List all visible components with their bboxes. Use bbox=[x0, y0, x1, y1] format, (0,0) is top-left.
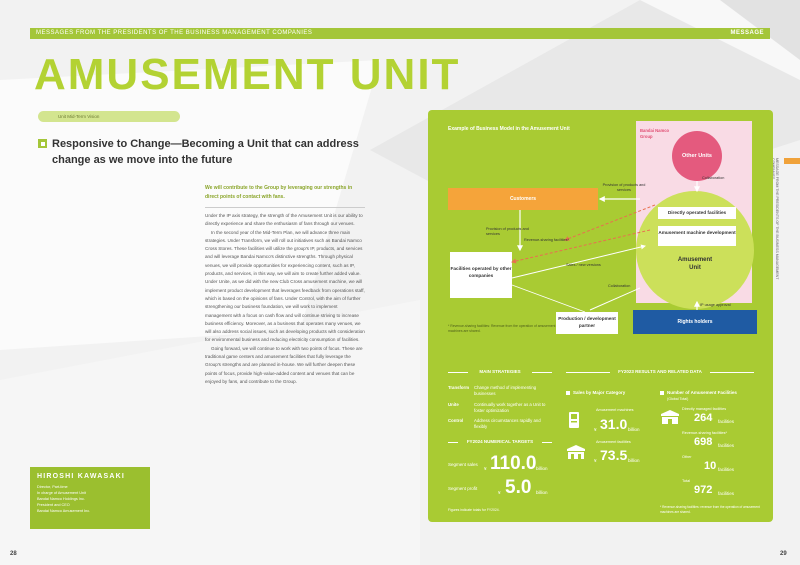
strategy-key: Transform bbox=[448, 385, 470, 390]
strategies-title: MAIN STRATEGIES bbox=[468, 369, 532, 374]
facility-row-unit: facilities bbox=[718, 491, 735, 496]
facility-row-unit: facilities bbox=[718, 443, 735, 448]
facility-row-unit: facilities bbox=[718, 419, 735, 424]
results-footnote: * Revenue-sharing facilities: revenue fr… bbox=[660, 505, 760, 514]
header-bar-right: MESSAGE bbox=[730, 30, 764, 36]
collab-label-mid: Collaboration bbox=[608, 284, 631, 288]
profile-line: Bandai Namco Holdings Inc. bbox=[37, 497, 85, 501]
header-bar: MESSAGES FROM THE PRESIDENTS OF THE BUSI… bbox=[30, 28, 770, 39]
provision-label-top: Provision of products and services bbox=[602, 183, 646, 192]
side-tab bbox=[784, 158, 800, 164]
sales-by-category-header: Sales by Major Category bbox=[573, 390, 626, 395]
facility-row-value: 972 bbox=[694, 484, 713, 496]
diagram-title: Example of Business Model in the Amuseme… bbox=[448, 126, 570, 132]
profit-label: Segment profit bbox=[448, 486, 478, 491]
sales-value: 110.0 bbox=[490, 453, 537, 474]
facilities-value: 73.5 bbox=[600, 447, 628, 463]
profit-unit: billion bbox=[536, 490, 548, 495]
profile-line: In charge of Amusement Unit bbox=[37, 491, 86, 495]
group-label: Bandai Namco Group bbox=[640, 128, 670, 139]
side-vertical-text: MESSAGE FROM THE PRESIDENTS OF THE BUSIN… bbox=[771, 158, 779, 280]
customers-box: Customers bbox=[448, 188, 598, 210]
revenue-sharing-label: Revenue-sharing facilities* bbox=[524, 238, 569, 242]
intro-text: We will contribute to the Group by lever… bbox=[205, 185, 353, 200]
page-title: AMUSEMENT UNIT bbox=[34, 50, 461, 99]
machine-dev-box: Amusement machine development bbox=[658, 226, 736, 246]
targets-footnote: Figures indicate totals for FY2024. bbox=[448, 508, 500, 512]
machines-value: 31.0 bbox=[600, 416, 628, 432]
facility-row-value: 698 bbox=[694, 436, 713, 448]
profile-line: Director, Part-time bbox=[37, 485, 68, 489]
strategy-value: Change method of implementing businesses bbox=[474, 385, 537, 396]
vision-pill: Unit Mid-Term Vision bbox=[38, 111, 180, 122]
results-title: FY2023 RESULTS AND RELATED DATA bbox=[610, 369, 710, 374]
body-text: Under the IP axis strategy, the strength… bbox=[205, 212, 365, 386]
facility-row-value: 264 bbox=[694, 412, 713, 424]
diagram-note: * Revenue-sharing facilities: Revenue fr… bbox=[448, 324, 556, 333]
page-number-right: 29 bbox=[780, 551, 787, 557]
section-subhead: Responsive to Change—Becoming a Unit tha… bbox=[52, 138, 359, 166]
amusement-unit-label: Amusement Unit bbox=[677, 257, 713, 271]
body-paragraph: Going forward, we will continue to work … bbox=[205, 345, 363, 384]
production-partner-box: Production / development partner bbox=[556, 312, 618, 334]
targets-title: FY2024 NUMERICAL TARGETS bbox=[458, 439, 542, 444]
strategy-key: Control bbox=[448, 418, 464, 423]
provision-label-left: Provision of products and services bbox=[486, 227, 529, 236]
bullet-icon bbox=[660, 391, 664, 395]
facility-row-label: Directly managed facilities bbox=[682, 407, 727, 411]
other-units-circle: Other Units bbox=[672, 131, 722, 181]
machines-label: Amusement machines bbox=[596, 408, 634, 412]
sales-unit: billion bbox=[536, 466, 548, 471]
facility-row-label: Revenue-sharing facilities* bbox=[682, 431, 727, 435]
strategy-key: Unite bbox=[448, 402, 459, 407]
ip-usage-label: IP usage approval bbox=[700, 303, 731, 307]
profile-name: HIROSHI KAWASAKI bbox=[37, 473, 126, 480]
profile-line: Bandai Namco Amusement Inc. bbox=[37, 509, 91, 513]
rights-holders-box: Rights holders bbox=[633, 310, 757, 334]
building-icon bbox=[661, 410, 679, 424]
page-number-left: 28 bbox=[10, 551, 17, 557]
strategy-value: Continually work together as a Unit to f… bbox=[474, 402, 546, 413]
facilities-unit: billion bbox=[628, 458, 640, 463]
facility-row-label: Total bbox=[682, 479, 691, 483]
sales-label: Sales / new versions bbox=[566, 263, 601, 267]
profile-line: President and CEO bbox=[37, 503, 70, 507]
body-paragraph: Under the IP axis strategy, the strength… bbox=[205, 213, 363, 227]
num-facilities-header: Number of Amusement Facilities bbox=[667, 390, 737, 395]
directly-operated-box: Directly operated facilities bbox=[658, 207, 736, 219]
facility-icon bbox=[567, 445, 585, 459]
header-bar-left: MESSAGES FROM THE PRESIDENTS OF THE BUSI… bbox=[36, 30, 313, 36]
bullet-icon bbox=[566, 391, 570, 395]
square-bullet-icon bbox=[38, 139, 47, 148]
facilities-label: Amusement facilities bbox=[596, 440, 631, 444]
machines-unit: billion bbox=[628, 427, 640, 432]
facility-row-value: 10 bbox=[704, 460, 717, 472]
machine-icon bbox=[569, 412, 579, 428]
profit-prefix: ¥ bbox=[498, 490, 501, 495]
strategy-value: Address circumstances rapidly and flexib… bbox=[474, 418, 541, 429]
sales-label: Segment sales bbox=[448, 462, 478, 467]
collab-label-top: Collaboration bbox=[702, 176, 725, 180]
profile-card: HIROSHI KAWASAKI Director, Part-time In … bbox=[30, 467, 150, 529]
sales-prefix: ¥ bbox=[484, 466, 487, 471]
facility-row-unit: facilities bbox=[718, 467, 735, 472]
facility-row-label: Other bbox=[682, 455, 692, 459]
other-facilities-box: Facilities operated by other companies bbox=[450, 252, 512, 298]
num-facilities-sub: (Global Total) bbox=[667, 397, 689, 401]
machines-prefix: ¥ bbox=[594, 427, 597, 432]
divider bbox=[205, 207, 365, 208]
profit-value: 5.0 bbox=[505, 477, 532, 498]
facilities-prefix: ¥ bbox=[594, 458, 597, 463]
body-paragraph: In the second year of the Mid-Term Plan,… bbox=[205, 229, 365, 343]
